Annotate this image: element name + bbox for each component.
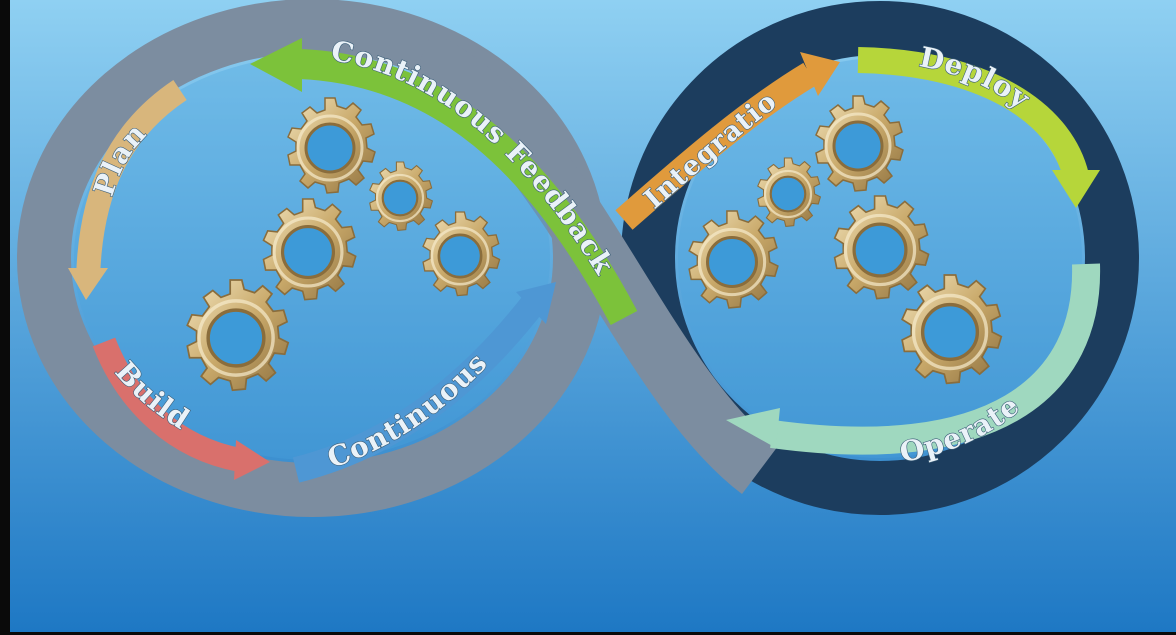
- integration-arrow: [615, 52, 840, 230]
- continuous-feedback-arrow: [250, 38, 638, 326]
- plan-arrow: [68, 80, 187, 300]
- continuous-arrow: [292, 282, 556, 483]
- deploy-arrow: [857, 47, 1100, 208]
- operate-arrow: [726, 263, 1101, 455]
- build-arrow: [92, 337, 270, 480]
